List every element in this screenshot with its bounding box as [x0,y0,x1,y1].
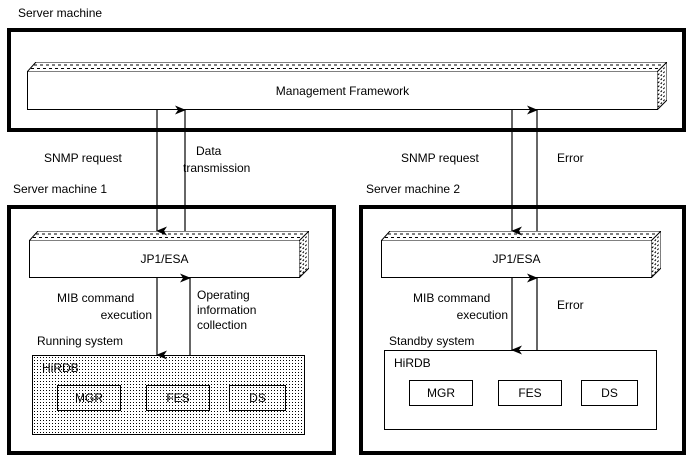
data-transmission-label-line2: transmission [183,161,251,175]
right-component-ds[interactable]: DS [581,380,638,406]
left-component-ds[interactable]: DS [229,385,286,411]
left-component-mgr-label: MGR [75,391,103,405]
left-slab-right-face [299,231,309,278]
management-framework-face: Management Framework [27,71,658,110]
right-component-mgr[interactable]: MGR [409,380,473,406]
right-slab-right-face [651,231,661,278]
left-mib-command-label-line1: MIB command [57,291,135,305]
right-hirdb-box[interactable]: HiRDB MGR FES DS [384,350,657,430]
right-component-ds-label: DS [601,386,618,400]
right-snmp-request-label: SNMP request [401,151,479,165]
left-snmp-request-label: SNMP request [44,151,122,165]
left-component-fes-label: FES [166,391,190,405]
left-component-ds-label: DS [249,391,266,405]
left-component-fes[interactable]: FES [146,385,210,411]
left-jp1esa-label: JP1/ESA [140,252,189,266]
right-mib-command-label-line1: MIB command [413,291,491,305]
operating-info-label-line3: collection [197,318,248,332]
top-panel-caption: Server machine [18,6,103,20]
operating-info-label-line1: Operating [197,288,250,302]
management-framework-slab[interactable]: Management Framework [27,62,667,110]
right-inner-error-label: Error [557,298,584,312]
right-component-fes[interactable]: FES [498,380,562,406]
left-panel-caption: Server machine 1 [13,182,108,196]
left-mib-command-label-line2: execution [100,308,152,322]
right-jp1esa-slab[interactable]: JP1/ESA [381,231,661,278]
right-component-fes-label: FES [518,386,542,400]
right-mib-command-label-line2: execution [456,308,508,322]
right-jp1esa-face: JP1/ESA [381,240,652,278]
standby-system-label: Standby system [389,334,475,348]
right-hirdb-title: HiRDB [394,356,431,370]
management-framework-label: Management Framework [275,83,410,98]
running-system-label: Running system [37,334,124,348]
operating-info-label-line2: information [197,303,257,317]
right-jp1esa-label: JP1/ESA [492,252,541,266]
right-error-label: Error [557,151,584,165]
left-hirdb-title: HiRDB [42,361,79,375]
left-hirdb-box[interactable]: HiRDB MGR FES DS [32,355,305,435]
right-component-mgr-label: MGR [427,386,455,400]
slab-right-face [657,62,667,110]
right-panel-caption: Server machine 2 [366,182,461,196]
left-component-mgr[interactable]: MGR [57,385,121,411]
left-jp1esa-slab[interactable]: JP1/ESA [29,231,309,278]
data-transmission-label-line1: Data [196,144,222,158]
left-jp1esa-face: JP1/ESA [29,240,300,278]
